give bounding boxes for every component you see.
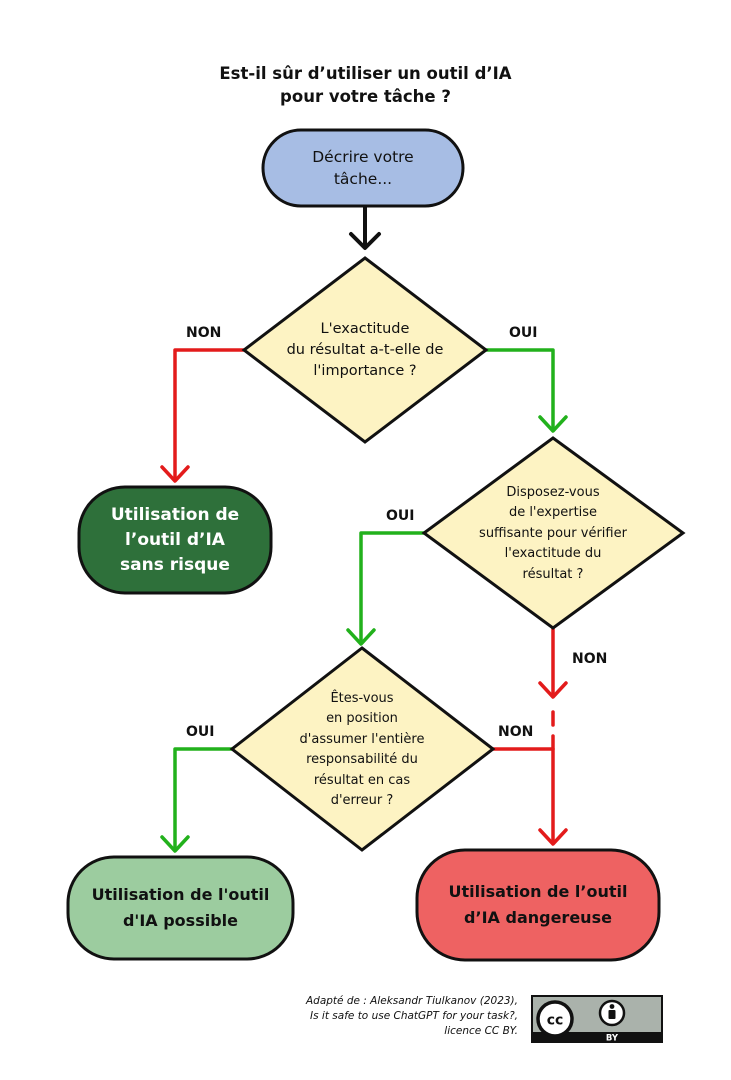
attribution-text: Adapté de : Aleksandr Tiulkanov (2023), … [305,995,518,1037]
cc-by-license-badge: cc BY [531,995,663,1043]
cc-icon [536,1000,574,1038]
decision-accuracy-diamond [241,256,489,444]
decision-expertise-text: Disposez-vous de l'expertise suffisante … [479,484,627,582]
label-q1-no: NON [186,325,222,341]
title-line-1: Est-il sûr d’utiliser un outil d’IA [219,64,512,83]
label-q2-no: NON [572,651,608,667]
label-q3-no: NON [498,724,534,740]
safe-use-text: Utilisation de l’outil d’IA sans risque [110,504,240,575]
start-node [261,128,465,208]
dangerous-use-node [415,848,661,962]
cc-icon-text: cc [547,1013,564,1029]
decision-expertise-diamond [421,436,686,630]
decision-accuracy-text: L'exactitude du résultat a-t-elle de l'i… [286,320,444,379]
label-q2-yes: OUI [386,508,415,524]
decision-responsibility-text: Êtes-vous en position d'assumer l'entièr… [299,690,425,809]
chart-title: Est-il sûr d’utiliser un outil d’IA pour… [0,62,731,108]
decision-responsibility-diamond [229,646,496,852]
label-q1-yes: OUI [509,325,538,341]
possible-use-node [66,855,295,961]
arrow-q3-yes [160,747,234,853]
dangerous-use-text: Utilisation de l’outil d’IA dangereuse [448,882,628,927]
start-node-text: Décrire votre tâche... [312,148,414,188]
by-text: BY [606,1034,619,1044]
arrow-start-to-q1 [349,204,381,250]
possible-use-text: Utilisation de l'outil d'IA possible [91,885,270,930]
arrow-q2-no [538,626,568,846]
arrow-q1-no [160,348,246,483]
label-q3-yes: OUI [186,724,215,740]
arrow-q1-yes [484,348,568,433]
arrow-q2-yes [346,531,426,646]
title-line-2: pour votre tâche ? [280,87,451,106]
safe-use-node [77,485,273,595]
